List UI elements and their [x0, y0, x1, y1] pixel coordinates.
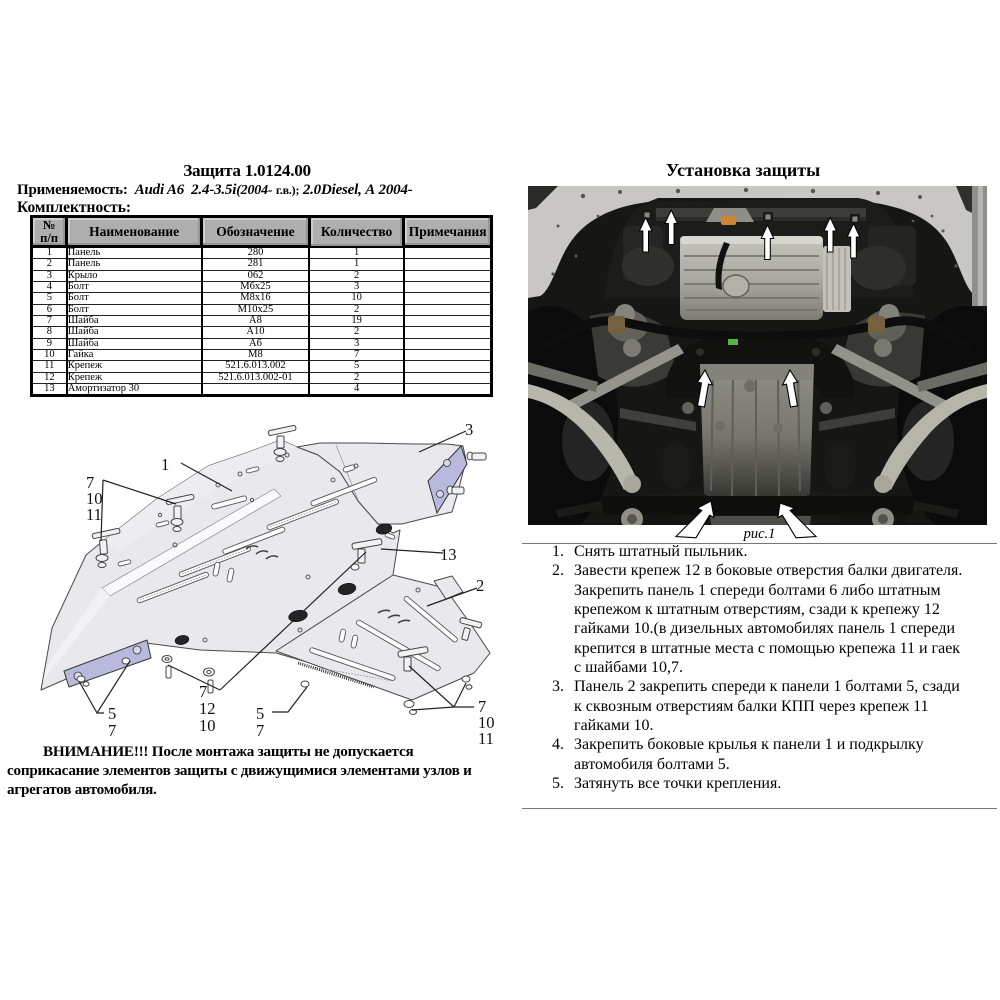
svg-text:7: 7: [199, 682, 207, 701]
svg-text:10: 10: [478, 713, 495, 732]
svg-text:13: 13: [440, 545, 457, 564]
svg-text:7: 7: [86, 473, 94, 492]
svg-text:5: 5: [108, 704, 116, 723]
svg-text:7: 7: [478, 697, 486, 716]
svg-text:10: 10: [86, 489, 103, 508]
svg-text:2: 2: [476, 576, 484, 595]
svg-text:11: 11: [478, 729, 494, 748]
svg-text:5: 5: [256, 704, 264, 723]
svg-text:3: 3: [465, 420, 473, 439]
svg-text:12: 12: [199, 699, 216, 718]
svg-text:11: 11: [86, 505, 102, 524]
svg-text:7: 7: [108, 721, 116, 740]
svg-text:1: 1: [161, 455, 169, 474]
svg-text:7: 7: [256, 721, 264, 740]
svg-text:10: 10: [199, 716, 216, 735]
